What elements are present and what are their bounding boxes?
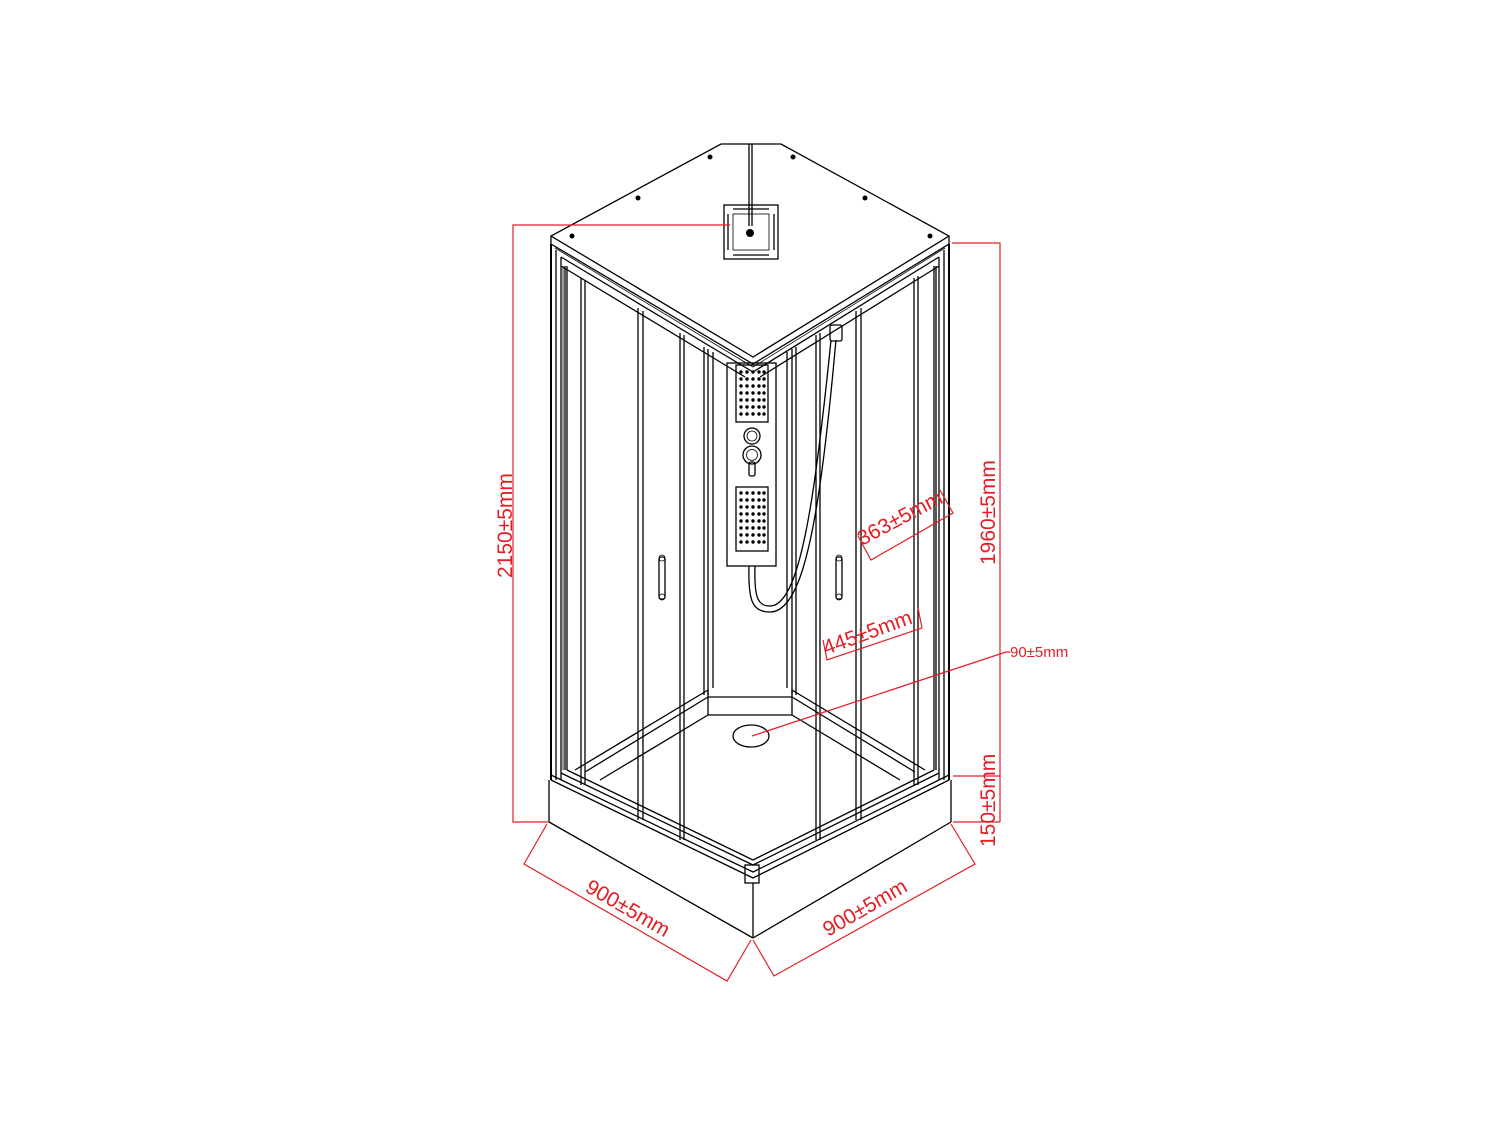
left-side-enclosure [550,244,754,840]
dimension-label-door-opening-upper: 363±5mm [854,486,947,550]
mixer-knobs-icon [742,427,762,477]
dimension-label-width-right: 900±5mm [819,875,911,942]
dimension-label-drain-diameter: 90±5mm [1010,644,1068,661]
right-side-enclosure [752,244,950,840]
shower-tray [548,689,952,939]
dimension-door-opening-upper: 363±5mm [854,486,954,561]
shower-hose-icon [748,339,837,613]
screw-dot [569,233,575,239]
dimension-label-glass-height: 1960±5mm [977,460,1000,565]
left-door-handle-icon [658,554,666,601]
drain-icon [732,724,770,748]
right-door-handle-icon [835,554,843,601]
dimension-total-height: 2150±5mm [494,224,730,823]
screw-dot [635,195,641,201]
dimension-tray-height: 150±5mm [953,754,1000,847]
shower-column [712,339,837,688]
dimension-label-total-height: 2150±5mm [494,473,517,578]
lower-jets-icon [735,486,769,552]
screw-dot [862,195,868,201]
dimension-drain-diameter: 90±5mm [751,644,1068,737]
screw-dot [790,154,796,160]
dimension-label-tray-height: 150±5mm [977,754,1000,847]
upper-jets-icon [735,364,769,423]
dimension-label-door-opening-lower: 445±5mm [820,606,915,660]
dimension-glass-height: 1960±5mm [952,242,1001,822]
roof-panel [549,143,951,368]
dimension-width-right: 900±5mm [752,823,976,977]
screw-dot [927,233,933,239]
dimension-door-opening-lower: 445±5mm [820,606,923,661]
overhead-shower-icon [723,144,779,260]
screw-dot [707,154,713,160]
